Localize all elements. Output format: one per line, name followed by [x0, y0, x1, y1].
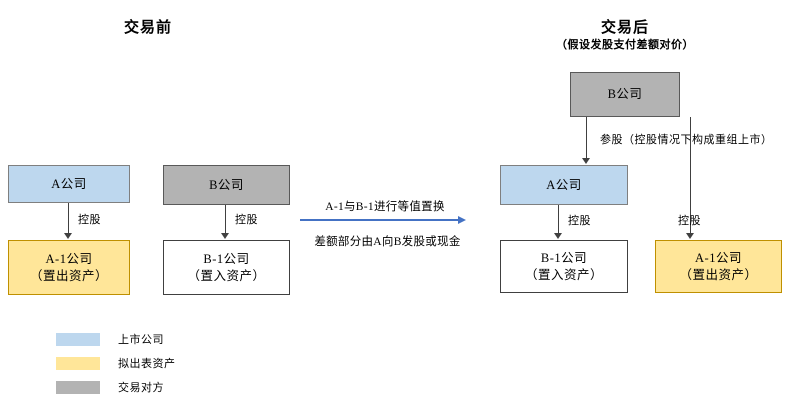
edge-label-left-a-to-a1: 控股 — [78, 214, 101, 226]
right-box-b1-company-label: B-1公司 — [540, 250, 588, 265]
left-box-a1-company: A-1公司 （置出资产） — [8, 240, 130, 295]
right-box-a1-company-sublabel: （置出资产） — [679, 267, 758, 282]
connector-left-a-to-a1 — [68, 203, 69, 234]
left-box-b1-company-label: B-1公司 — [203, 251, 250, 266]
arrowhead-right-a-to-b1 — [554, 233, 562, 239]
edge-label-right-b-to-a1: 控股 — [678, 215, 701, 227]
edge-label-left-b-to-b1: 控股 — [235, 214, 258, 226]
left-box-a-company-label: A公司 — [51, 176, 87, 191]
left-box-b1-company-sublabel: （置入资产） — [187, 268, 266, 283]
left-section-title: 交易前 — [123, 20, 172, 36]
right-box-b-company-label: B公司 — [607, 87, 643, 102]
legend-item-1: 拟出表资产 — [56, 355, 176, 371]
arrowhead-left-a-to-a1 — [64, 233, 72, 239]
right-section-title: 交易后 — [600, 20, 649, 36]
legend-item-2: 交易对方 — [56, 379, 164, 395]
right-box-a1-company: A-1公司 （置出资产） — [655, 240, 782, 293]
left-box-a1-company-label: A-1公司 — [45, 251, 93, 266]
edge-label-right-a-to-b1: 控股 — [568, 215, 591, 227]
middle-exchange-top-text: A-1与B-1进行等值置换 — [325, 201, 445, 213]
edge-label-right-b-to-a: 参股（控股情况下构成重组上市） — [600, 134, 773, 146]
middle-exchange-arrow-line — [300, 219, 458, 221]
legend-label-listed-company: 上市公司 — [118, 334, 164, 346]
arrowhead-right-b-to-a — [582, 158, 590, 164]
right-box-b-company: B公司 — [570, 72, 680, 117]
connector-right-b-to-a1-lower — [690, 209, 691, 234]
arrowhead-right-b-to-a1 — [686, 233, 694, 239]
left-box-b1-company: B-1公司 （置入资产） — [163, 240, 290, 295]
left-box-b-company-label: B公司 — [209, 177, 244, 192]
legend-swatch-listed-company — [56, 332, 100, 346]
left-box-a-company: A公司 — [8, 165, 130, 203]
right-box-a-company: A公司 — [500, 165, 628, 205]
legend-swatch-counterparty — [56, 380, 100, 394]
connector-left-b-to-b1 — [225, 205, 226, 234]
right-box-a-company-label: A公司 — [546, 177, 582, 192]
arrowhead-left-b-to-b1 — [221, 233, 229, 239]
right-box-b1-company: B-1公司 （置入资产） — [500, 240, 628, 293]
connector-right-a-to-b1 — [558, 205, 559, 234]
legend-label-divested-asset: 拟出表资产 — [118, 358, 176, 370]
right-box-b1-company-sublabel: （置入资产） — [524, 267, 603, 282]
right-box-a1-company-label: A-1公司 — [695, 250, 742, 265]
middle-exchange-arrow-head — [458, 216, 466, 224]
connector-right-b-to-a — [586, 117, 587, 159]
right-section-subtitle: （假设发股支付差额对价） — [556, 39, 694, 51]
connector-right-b-to-a1 — [690, 117, 691, 209]
legend-swatch-divested-asset — [56, 356, 100, 370]
left-box-b-company: B公司 — [163, 165, 290, 205]
legend-label-counterparty: 交易对方 — [118, 382, 164, 394]
legend-item-0: 上市公司 — [56, 331, 164, 347]
middle-exchange-bottom-text: 差额部分由A向B发股或现金 — [314, 236, 461, 248]
left-box-a1-company-sublabel: （置出资产） — [29, 268, 108, 283]
